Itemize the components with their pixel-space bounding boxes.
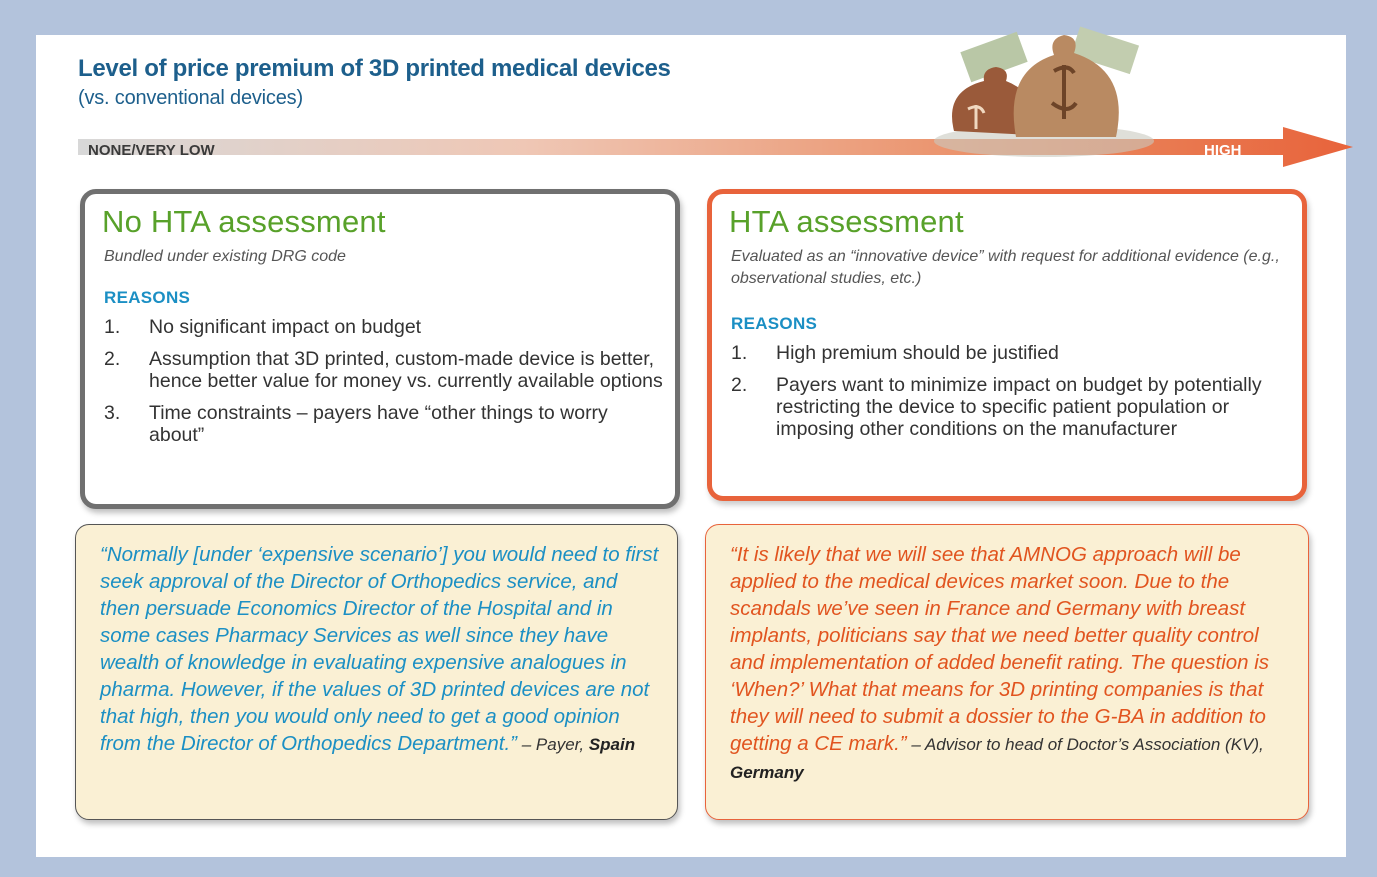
list-item-number: 1. — [731, 342, 748, 364]
hta-reasons-label: REASONS — [731, 314, 818, 333]
money-bags-icon — [934, 26, 1154, 157]
list-item-text: High premium should be justified — [776, 342, 1059, 364]
attribution-text: – Payer, — [517, 735, 589, 754]
list-item: 3. Time constraints – payers have “other … — [104, 402, 664, 446]
list-item: 1. High premium should be justified — [731, 342, 1291, 364]
list-item-number: 2. — [731, 374, 748, 396]
scale-low-label: NONE/VERY LOW — [88, 142, 215, 159]
list-item-number: 2. — [104, 348, 121, 370]
infographic-panel: Level of price premium of 3D printed med… — [36, 26, 1353, 857]
quote-body: “Normally [under ‘expensive scenario’] y… — [100, 543, 659, 755]
quote-attribution: – Payer, Spain — [517, 735, 635, 754]
page-subtitle: (vs. conventional devices) — [78, 87, 303, 109]
quote-attribution: – Advisor to head of Doctor’s Associatio… — [730, 735, 1264, 782]
hta-box: HTA assessment Evaluated as an “innovati… — [707, 189, 1307, 501]
list-item-text: Payers want to minimize impact on budget… — [776, 374, 1262, 440]
list-item: 2. Payers want to minimize impact on budg… — [731, 374, 1291, 440]
no-hta-reasons-list: 1. No significant impact on budget 2. Assu… — [104, 316, 664, 456]
price-premium-arrow — [78, 127, 1353, 167]
quote-text: “Normally [under ‘expensive scenario’] y… — [100, 541, 660, 758]
list-item-number: 3. — [104, 402, 121, 424]
hta-subheading: Evaluated as an “innovative device” with… — [731, 248, 1280, 287]
page-title: Level of price premium of 3D printed med… — [78, 55, 671, 82]
attribution-text: – Advisor to head of Doctor’s Associatio… — [906, 735, 1264, 754]
attribution-country: Spain — [588, 735, 636, 754]
hta-heading: HTA assessment — [729, 204, 964, 239]
list-item-text: No significant impact on budget — [149, 316, 422, 338]
scale-high-label: HIGH — [1204, 142, 1242, 159]
list-item-number: 1. — [104, 316, 121, 338]
list-item-text: Assumption that 3D printed, custom-made … — [149, 348, 663, 392]
no-hta-subheading: Bundled under existing DRG code — [104, 248, 346, 265]
advisor-quote-germany: “It is likely that we will see that AMNO… — [705, 524, 1309, 820]
list-item: 2. Assumption that 3D printed, custom-mad… — [104, 348, 664, 392]
no-hta-box: No HTA assessment Bundled under existing… — [80, 189, 680, 509]
no-hta-heading: No HTA assessment — [102, 204, 386, 239]
no-hta-reasons-label: REASONS — [104, 288, 191, 307]
attribution-country: Germany — [730, 763, 804, 782]
payer-quote-spain: “Normally [under ‘expensive scenario’] y… — [75, 524, 678, 820]
list-item-text: Time constraints – payers have “other th… — [149, 402, 608, 446]
list-item: 1. No significant impact on budget — [104, 316, 664, 338]
hta-reasons-list: 1. High premium should be justified 2. Pay… — [731, 342, 1291, 450]
quote-text: “It is likely that we will see that AMNO… — [730, 541, 1290, 786]
quote-body: “It is likely that we will see that AMNO… — [730, 543, 1270, 755]
